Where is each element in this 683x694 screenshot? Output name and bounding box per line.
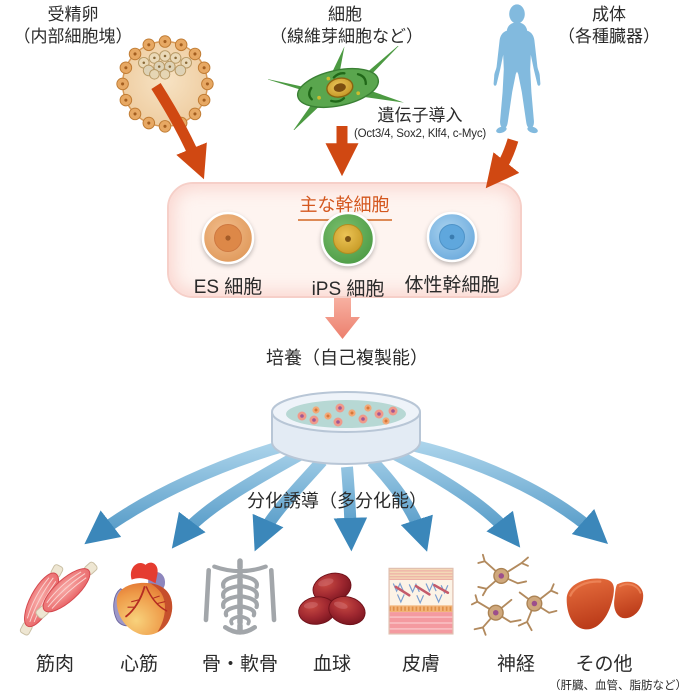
es-cell-item: ES 細胞 <box>173 210 283 299</box>
organ-other-sublabel: （肝臓、血管、脂肪など） <box>549 680 683 692</box>
cell-title: 細胞 <box>328 5 362 24</box>
liver-icon <box>566 578 644 630</box>
skin-icon <box>388 567 454 635</box>
organ-muscle: 筋肉 <box>0 546 110 676</box>
cell-label: 細胞 （線維芽細胞など） <box>270 4 423 48</box>
skeleton-icon <box>203 558 277 636</box>
somatic-cell-icon <box>426 211 478 263</box>
fertilized-egg-label: 受精卵 （内部細胞塊） <box>8 4 138 48</box>
organ-muscle-label: 筋肉 <box>35 654 74 675</box>
culture-label: 培養（自己複製能） <box>266 348 428 368</box>
fibroblast-illustration <box>268 46 405 130</box>
gene-transfer-genes: (Oct3/4, Sox2, Klf4, c-Myc) <box>354 128 486 140</box>
organ-other-label: その他 <box>575 654 633 675</box>
cell-subtitle: （線維芽細胞など） <box>270 27 423 47</box>
arrow-box-to-culture <box>325 298 360 339</box>
differentiation-label: 分化誘導（多分化能） <box>247 491 427 511</box>
organ-nerve: 神経 <box>461 546 571 676</box>
es-cell-icon <box>201 211 255 265</box>
es-cell-label: ES 細胞 <box>193 277 263 298</box>
organ-nerve-label: 神経 <box>496 654 535 675</box>
heart-icon <box>113 562 173 635</box>
petri-dish-illustration <box>271 391 421 465</box>
blastocyst-illustration <box>116 35 214 133</box>
fertilized-egg-subtitle: （内部細胞塊） <box>13 27 133 47</box>
stem-cell-box: 主な幹細胞 ES 細胞 iPS 細胞 <box>167 182 522 301</box>
blood-cells-icon <box>298 572 366 626</box>
organ-other: その他 （肝臓、血管、脂肪など） <box>549 546 683 693</box>
organ-bone: 骨・軟骨 <box>185 546 295 676</box>
adult-title: 成体 <box>592 5 626 24</box>
fertilized-egg-title: 受精卵 <box>47 5 99 24</box>
ips-cell-icon <box>320 211 376 267</box>
organ-blood-label: 血球 <box>312 654 351 675</box>
ips-cell-item: iPS 細胞 <box>293 210 403 301</box>
organ-blood: 血球 <box>277 546 387 676</box>
somatic-cell-label: 体性幹細胞 <box>404 275 500 296</box>
muscle-icon <box>19 561 98 636</box>
organ-skin: 皮膚 <box>366 546 476 676</box>
organ-heart-label: 心筋 <box>119 654 158 675</box>
human-silhouette <box>493 4 541 134</box>
ips-cell-label: iPS 細胞 <box>311 279 385 300</box>
adult-label: 成体 （各種臓器） <box>548 4 670 48</box>
neuron-icon <box>470 553 559 636</box>
cultured-cells <box>297 403 398 427</box>
somatic-cell-item: 体性幹細胞 <box>397 210 507 297</box>
adult-subtitle: （各種臓器） <box>558 27 660 47</box>
organ-bone-label: 骨・軟骨 <box>201 654 278 675</box>
arrow-adult-to-box <box>485 138 520 189</box>
gene-transfer-block: 遺伝子導入 (Oct3/4, Sox2, Klf4, c-Myc) <box>350 101 490 140</box>
gene-transfer-label: 遺伝子導入 <box>377 106 463 125</box>
organ-skin-label: 皮膚 <box>401 654 440 675</box>
organ-heart: 心筋 <box>84 546 194 676</box>
